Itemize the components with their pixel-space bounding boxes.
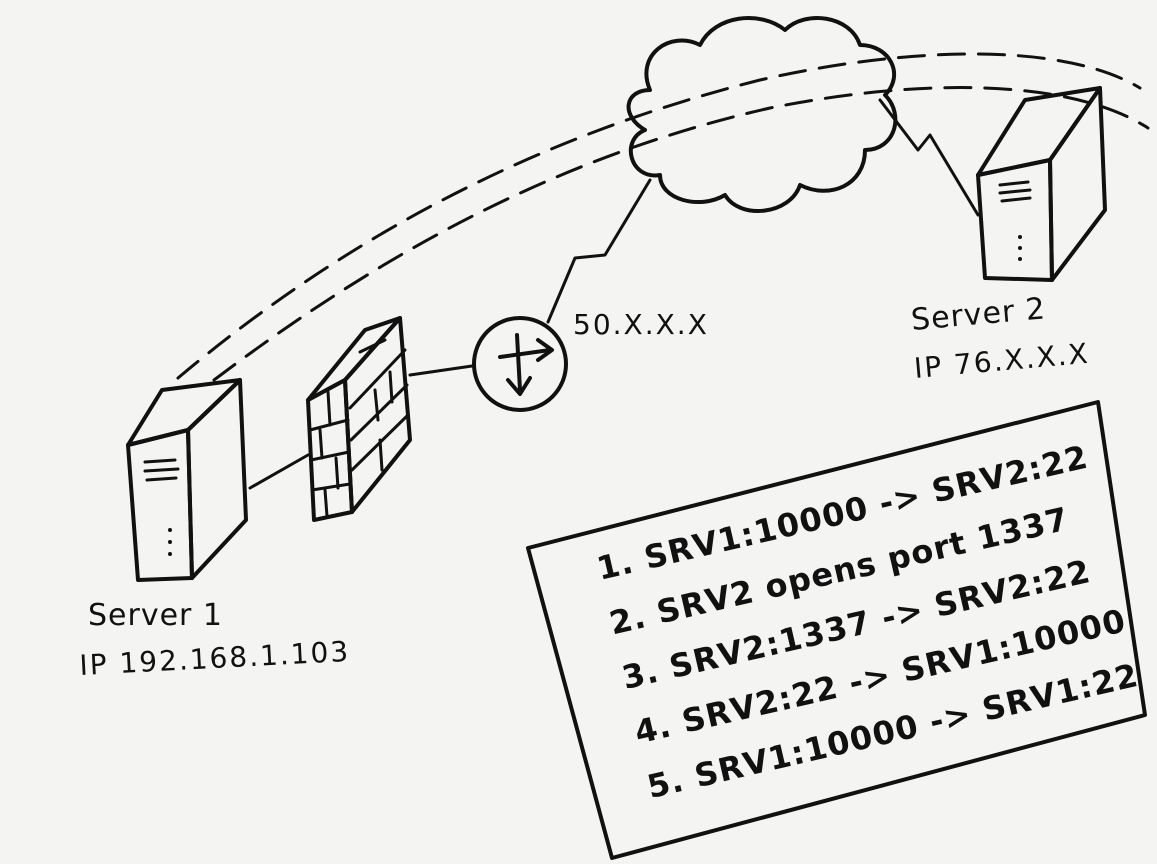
internet-cloud-icon	[626, 16, 898, 213]
server2-icon	[976, 86, 1107, 282]
wan-link-server2	[878, 98, 980, 217]
firewall-icon	[306, 316, 412, 522]
ssh-tunnel-arcs	[176, 52, 1150, 382]
server2-name-label: Server 2	[910, 291, 1048, 338]
router-icon	[472, 316, 568, 412]
tunnel-arc-outer	[176, 52, 1142, 380]
router-ip-label: 50.X.X.X	[573, 308, 709, 341]
server1-name-label: Server 1	[88, 598, 223, 633]
tunnel-arc-inner	[212, 86, 1150, 382]
server1-icon	[126, 378, 248, 582]
lan-link-firewall	[408, 364, 474, 377]
wan-link-router	[546, 178, 652, 324]
server2-ip-label: IP 76.X.X.X	[913, 337, 1091, 385]
lan-link-server1	[248, 453, 310, 490]
steps-box: 1. SRV1:10000 -> SRV2:22 2. SRV2 opens p…	[526, 400, 1147, 860]
server1-ip-label: IP 192.168.1.103	[79, 635, 351, 682]
